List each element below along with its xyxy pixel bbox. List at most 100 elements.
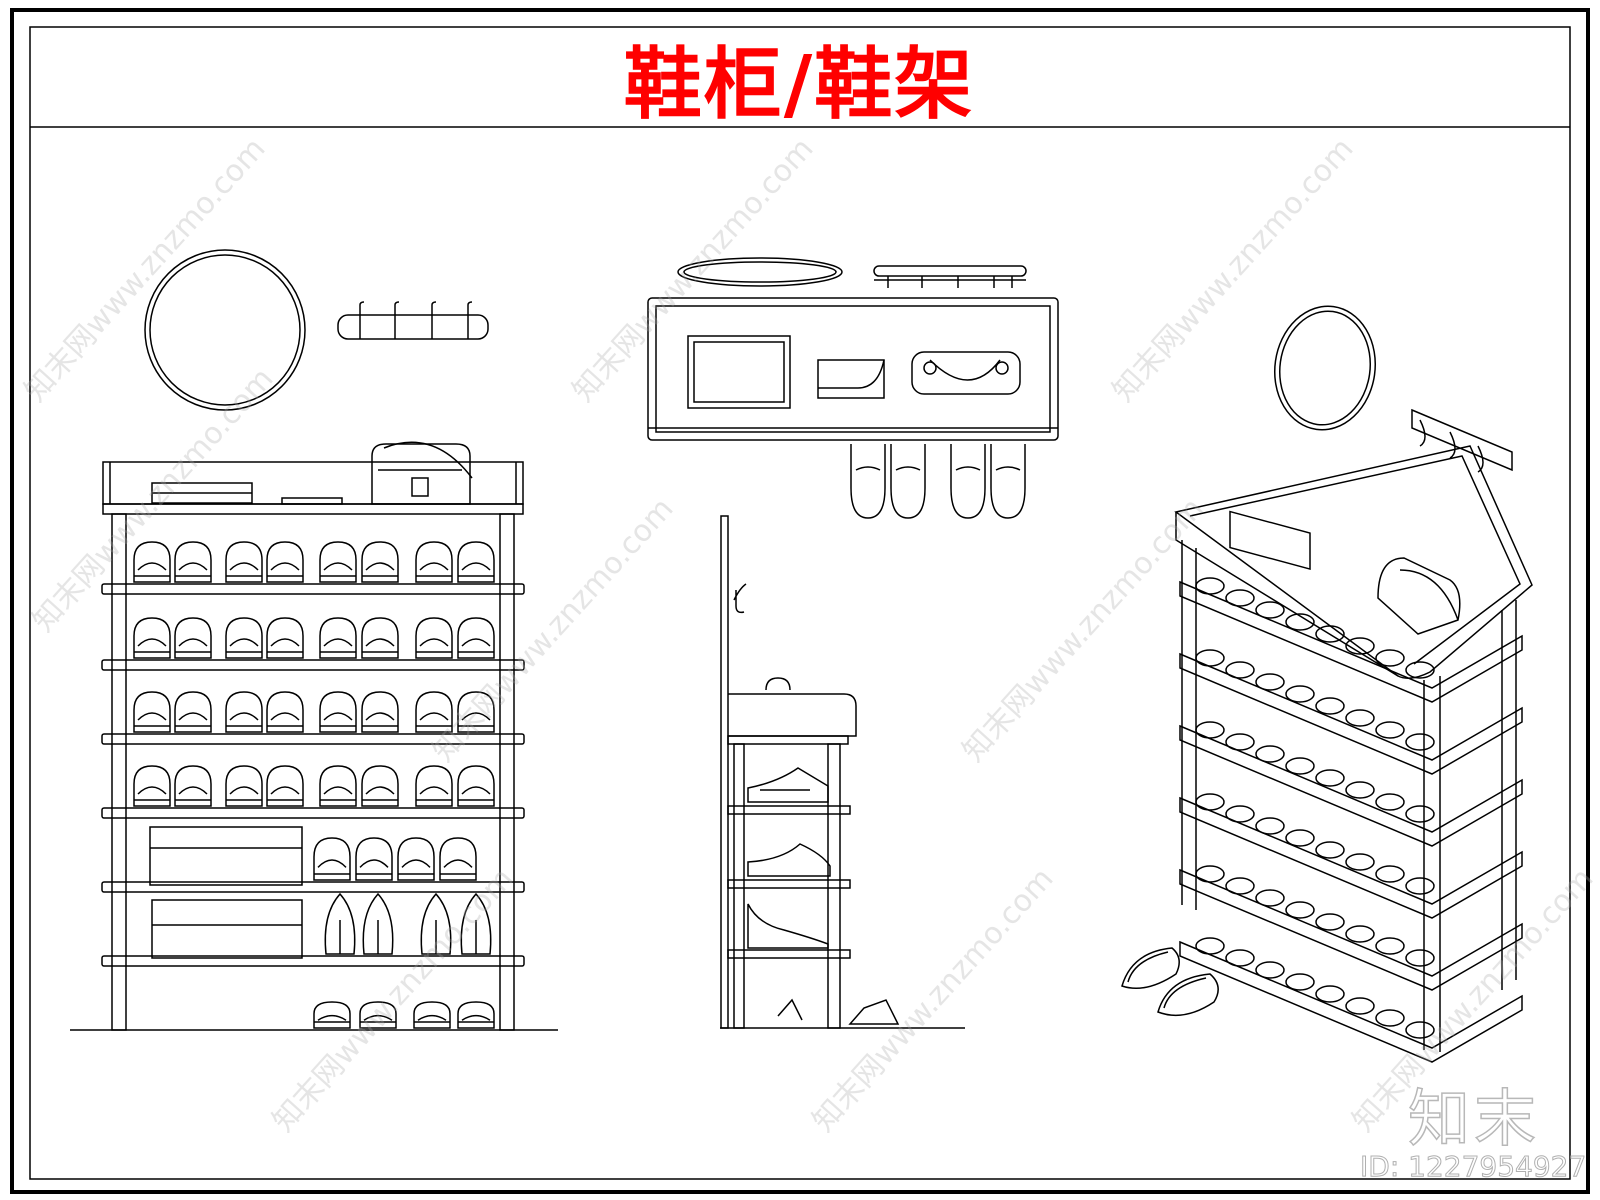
shoe-iso <box>1285 973 1315 991</box>
shoe-iso <box>1195 649 1225 667</box>
shelf-board <box>101 955 525 967</box>
shoe-front-view <box>319 617 357 659</box>
shoe-iso <box>1345 853 1375 871</box>
shoe-front-view <box>133 765 171 807</box>
outer-frame <box>10 8 1590 1194</box>
shoe-iso <box>1315 913 1345 931</box>
card-holder-plan <box>817 359 885 399</box>
hook-rail-iso <box>1411 408 1513 473</box>
round-mirror <box>144 249 306 411</box>
shelf-board <box>101 583 525 595</box>
shelf-board-iso <box>1179 724 1523 847</box>
shoe-iso <box>1225 661 1255 679</box>
shoe-front-view <box>266 691 304 733</box>
heel-front-view <box>420 892 452 955</box>
shoe-iso <box>1375 793 1405 811</box>
shoe-iso <box>1315 985 1345 1003</box>
shoe-iso <box>1225 949 1255 967</box>
heel-front-view <box>460 892 492 955</box>
shoe-front-view <box>361 691 399 733</box>
shoe-iso <box>1285 829 1315 847</box>
shoe-iso <box>1315 697 1345 715</box>
shoe-front-view <box>319 765 357 807</box>
side-shoe-oxford <box>747 767 829 803</box>
shoe-front-view <box>225 765 263 807</box>
slipper-plan <box>950 444 986 519</box>
shoe-iso <box>1255 889 1285 907</box>
shoe-front-view <box>415 541 453 583</box>
shoe-iso <box>1195 577 1225 595</box>
shoe-iso <box>1405 661 1435 679</box>
shelf-board-iso <box>1179 580 1523 703</box>
shoe-iso <box>1195 793 1225 811</box>
shoe-iso <box>1405 733 1435 751</box>
shoe-iso <box>1285 613 1315 631</box>
shelf-board <box>101 807 525 819</box>
shoe-iso <box>1345 925 1375 943</box>
shoe-iso <box>1225 877 1255 895</box>
shoe-front-view <box>355 837 393 881</box>
shoe-iso <box>1405 877 1435 895</box>
shoe-front-view <box>225 691 263 733</box>
shoe-front-view <box>361 541 399 583</box>
side-elevation-shoe-rack <box>720 515 965 1029</box>
shoe-front-view <box>397 837 435 881</box>
shoe-box <box>151 899 303 959</box>
front-elevation-shoe-rack <box>70 249 558 1031</box>
cabinet-top-plan <box>647 297 1059 441</box>
heel-front-view <box>362 892 394 955</box>
slipper-plan <box>990 444 1026 519</box>
shoe-box <box>149 826 303 886</box>
page-title: 鞋柜/鞋架 <box>623 39 975 130</box>
shoe-front-view <box>457 617 495 659</box>
inner-frame <box>29 26 1571 1180</box>
shelf-board-iso <box>1179 796 1523 919</box>
wall-hook-rail <box>337 301 489 340</box>
shoe-front-view <box>225 541 263 583</box>
shoe-iso <box>1255 817 1285 835</box>
shoe-front-view <box>415 617 453 659</box>
shelf-board <box>101 881 525 893</box>
shoe-front-view <box>457 765 495 807</box>
drawing-id: ID: 1227954927 <box>1359 1150 1587 1184</box>
shoe-iso <box>1375 937 1405 955</box>
shoe-iso <box>1225 589 1255 607</box>
side-slipper <box>777 998 900 1025</box>
shoe-front-view <box>313 837 351 881</box>
shoe-iso <box>1345 709 1375 727</box>
shoe-iso <box>1315 841 1345 859</box>
shoe-iso <box>1375 865 1405 883</box>
oval-mirror-plan <box>677 257 843 287</box>
slippers-iso <box>1121 947 1219 1017</box>
shoe-front-view <box>313 1001 351 1029</box>
shoe-iso <box>1225 805 1255 823</box>
shoe-front-view <box>266 541 304 583</box>
shelf-board-iso <box>1179 940 1523 1063</box>
slipper-plan <box>850 444 886 519</box>
handbag-iso <box>1377 557 1461 635</box>
shoe-iso <box>1345 997 1375 1015</box>
round-mirror-iso <box>1273 305 1377 431</box>
shoe-front-view <box>174 765 212 807</box>
shoe-front-view <box>361 617 399 659</box>
shoe-iso <box>1195 937 1225 955</box>
shoe-front-view <box>225 617 263 659</box>
side-shoe-heel <box>747 903 829 949</box>
shelf-board-iso <box>1179 652 1523 775</box>
shoe-iso <box>1405 1021 1435 1039</box>
shoe-front-view <box>413 1001 451 1029</box>
shoe-front-view <box>174 617 212 659</box>
handbag <box>371 441 473 505</box>
shoe-front-view <box>266 765 304 807</box>
brand-logo: 知末 <box>1407 1081 1541 1156</box>
shoe-iso <box>1405 949 1435 967</box>
shoe-iso <box>1255 961 1285 979</box>
shoe-front-view <box>133 617 171 659</box>
shoe-iso <box>1345 637 1375 655</box>
plan-view-shoe-cabinet <box>647 257 1059 519</box>
shoe-iso <box>1375 721 1405 739</box>
shoe-iso <box>1405 805 1435 823</box>
book-iso <box>1229 510 1311 570</box>
isometric-shoe-rack <box>1121 305 1533 1063</box>
